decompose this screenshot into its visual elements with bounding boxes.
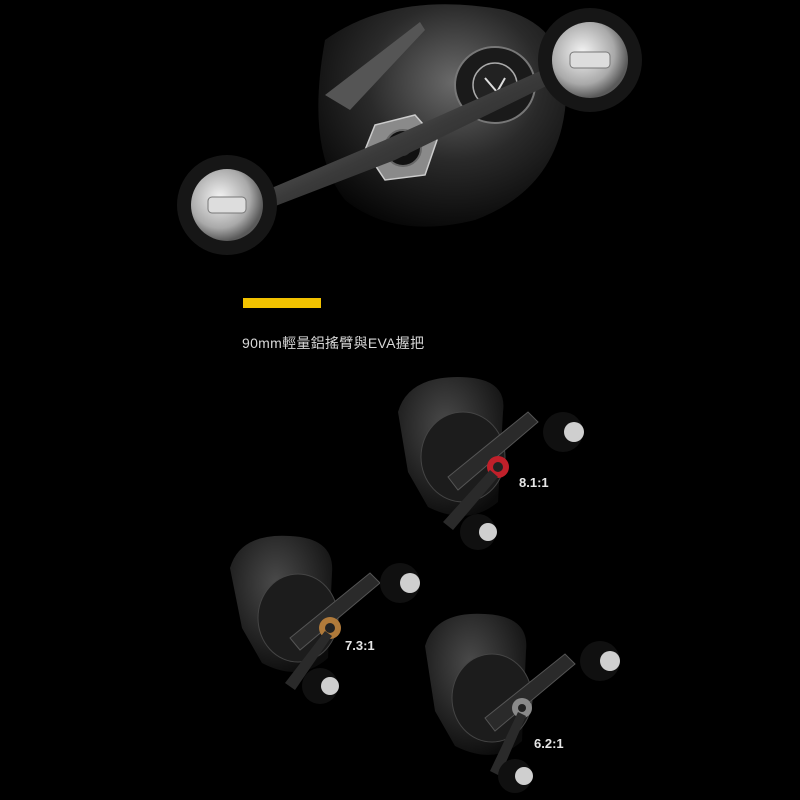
hero-reel-closeup xyxy=(177,4,642,255)
gear-ratio-label: 8.1:1 xyxy=(519,475,549,490)
level-wind xyxy=(325,22,425,110)
feature-caption: 90mm輕量鋁搖臂與EVA握把 xyxy=(242,335,425,351)
reel-variant-3 xyxy=(425,613,620,793)
gear-ratio-label: 7.3:1 xyxy=(345,638,375,653)
reel-variant-1 xyxy=(398,377,584,550)
gear-ratio-label: 6.2:1 xyxy=(534,736,564,751)
handle-arm xyxy=(255,60,575,210)
accent-bar xyxy=(243,298,321,308)
handle-knob-right xyxy=(538,8,642,112)
handle-knob-left xyxy=(177,155,277,255)
reel-variant-2 xyxy=(230,535,420,704)
